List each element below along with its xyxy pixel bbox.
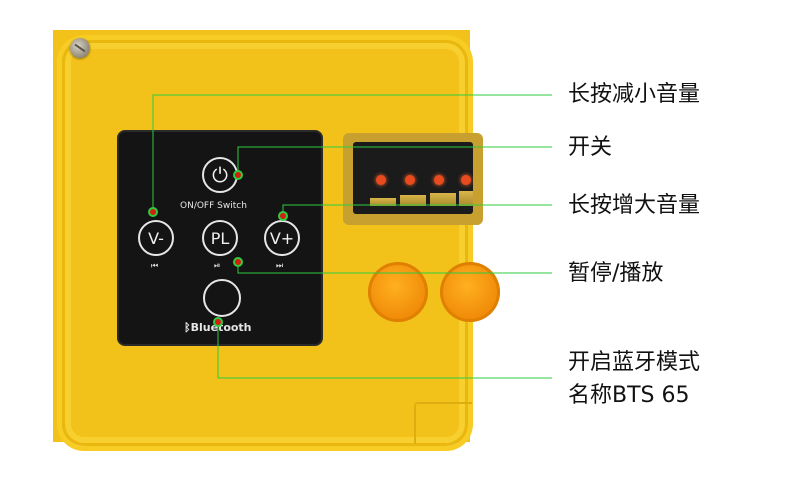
volume-down-button[interactable]: V- bbox=[138, 220, 174, 256]
next-track-icon: ⏭ bbox=[276, 261, 283, 270]
power-icon: ⏻ bbox=[212, 163, 228, 187]
orange-knob bbox=[368, 262, 428, 322]
callout-dot bbox=[148, 207, 158, 217]
orange-knob bbox=[440, 262, 500, 322]
callout-play-pause: 暂停/播放 bbox=[568, 261, 664, 286]
callout-bluetooth-mode: 开启蓝牙模式 bbox=[568, 350, 701, 375]
casing-slot bbox=[414, 402, 472, 444]
level-bar bbox=[430, 193, 456, 206]
play-pause-icon: ⏯ bbox=[214, 261, 220, 270]
callout-volume-up: 长按增大音量 bbox=[568, 193, 701, 218]
led-indicator bbox=[434, 175, 444, 185]
led-indicator bbox=[461, 175, 471, 185]
level-bar bbox=[459, 191, 473, 206]
play-pause-button[interactable]: PL bbox=[202, 220, 238, 256]
callout-bluetooth-name: 名称BTS 65 bbox=[568, 383, 690, 408]
volume-up-button[interactable]: V+ bbox=[264, 220, 300, 256]
callout-dot bbox=[278, 211, 288, 221]
led-indicator bbox=[405, 175, 415, 185]
level-bar bbox=[400, 195, 426, 206]
previous-track-icon: ⏮ bbox=[151, 261, 158, 270]
led-indicator bbox=[376, 175, 386, 185]
level-display bbox=[353, 142, 473, 214]
casing-ridge bbox=[62, 40, 468, 446]
onoff-label: ON/OFF Switch bbox=[180, 201, 247, 211]
bluetooth-button[interactable] bbox=[203, 279, 241, 317]
level-bar bbox=[370, 198, 396, 206]
bluetooth-icon: ᛒ bbox=[184, 321, 191, 334]
callout-dot bbox=[233, 257, 243, 267]
callout-dot bbox=[233, 170, 243, 180]
screw-icon bbox=[70, 38, 90, 58]
callout-power: 开关 bbox=[568, 135, 613, 160]
callout-dot bbox=[213, 317, 223, 327]
callout-volume-down: 长按减小音量 bbox=[568, 82, 701, 107]
